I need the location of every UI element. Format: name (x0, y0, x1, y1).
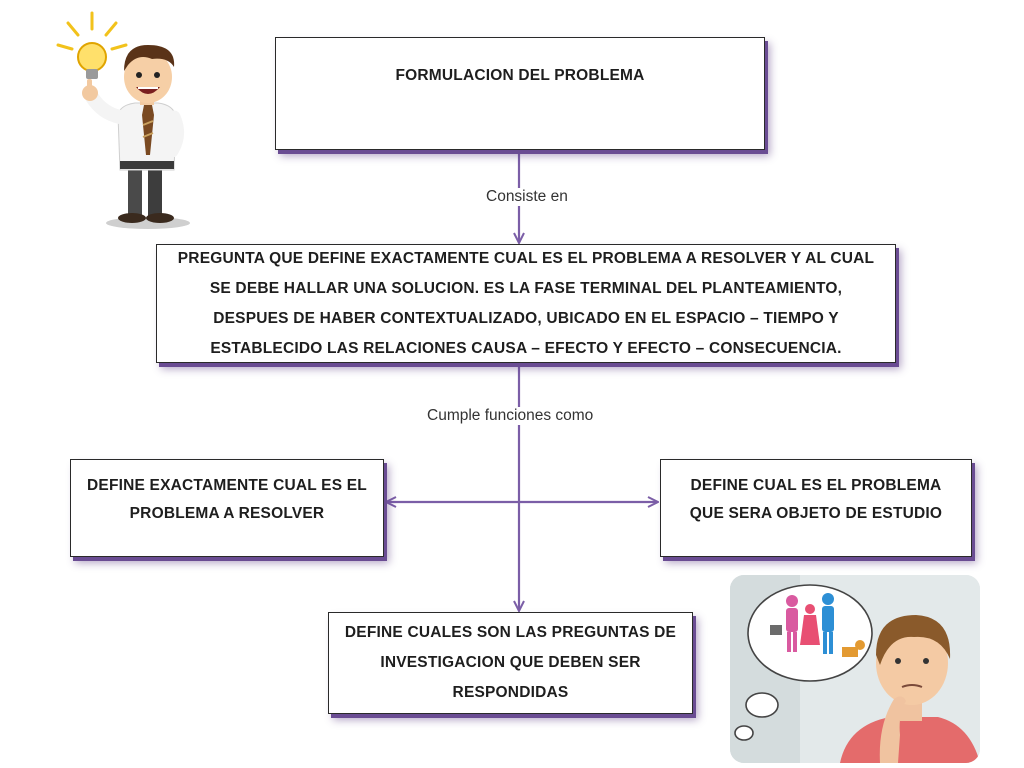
man-thinking-illustration (730, 575, 980, 763)
connector-label-cumple: Cumple funciones como (423, 407, 598, 425)
businessman-idea-illustration (56, 11, 190, 229)
function-box-left: DEFINE EXACTAMENTE CUAL ES EL PROBLEMA A… (70, 459, 384, 557)
connector-label-consiste: Consiste en (482, 188, 572, 206)
function-box-bottom: DEFINE CUALES SON LAS PREGUNTAS DE INVES… (328, 612, 693, 714)
function-left-text: DEFINE EXACTAMENTE CUAL ES EL PROBLEMA A… (87, 477, 367, 522)
title-box: FORMULACION DEL PROBLEMA (275, 37, 765, 150)
definition-box-text: PREGUNTA QUE DEFINE EXACTAMENTE CUAL ES … (177, 249, 875, 357)
people-icon (770, 593, 865, 657)
function-right-text: DEFINE CUAL ES EL PROBLEMA QUE SERA OBJE… (689, 477, 943, 522)
lightbulb-icon (77, 42, 107, 72)
function-bottom-text: DEFINE CUALES SON LAS PREGUNTAS DE INVES… (344, 624, 677, 701)
definition-box: PREGUNTA QUE DEFINE EXACTAMENTE CUAL ES … (156, 244, 896, 363)
function-box-right: DEFINE CUAL ES EL PROBLEMA QUE SERA OBJE… (660, 459, 972, 557)
title-box-text: FORMULACION DEL PROBLEMA (395, 66, 645, 84)
